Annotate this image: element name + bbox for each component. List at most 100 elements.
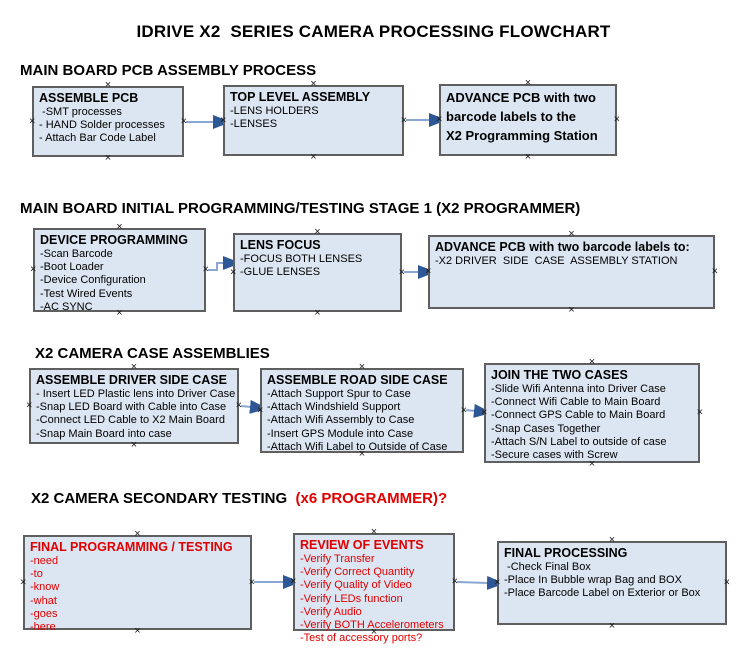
box-item: -Snap Main Board into case	[36, 427, 172, 440]
box-item: -Device Configuration	[40, 274, 146, 287]
box-item: -what	[30, 594, 57, 607]
box-item: -SMT processes	[39, 106, 122, 118]
box-item: -Attach Wifi Assembly to Case	[267, 414, 415, 427]
box-title: REVIEW OF EVENTS	[300, 538, 424, 552]
section-header-text: X2 CAMERA SECONDARY TESTING	[31, 490, 288, 507]
connection-point-icon: ×	[524, 151, 532, 163]
connection-point-icon: ×	[588, 356, 596, 368]
box-advance-pcb-programming-station: ADVANCE PCB with two barcode labels to t…	[436, 78, 620, 163]
box-title: TOP LEVEL ASSEMBLY	[230, 90, 371, 104]
box-item: -Scan Barcode	[40, 248, 113, 260]
section-header-secondary-testing: X2 CAMERA SECONDARY TESTING (x6 PROGRAMM…	[31, 490, 447, 507]
box-lens-focus: LENS FOCUS -FOCUS BOTH LENSES-GLUE LENSE…	[230, 227, 405, 319]
box-top-level-assembly: TOP LEVEL ASSEMBLY -LENS HOLDERS-LENSES …	[220, 79, 407, 163]
section-header-text: MAIN BOARD PCB ASSEMBLY PROCESS	[20, 62, 317, 79]
connection-point-icon: ×	[220, 114, 227, 126]
box-final-processing: FINAL PROCESSING -Check Final Box-Place …	[494, 535, 730, 632]
connection-point-icon: ×	[451, 575, 458, 588]
box-items: - Insert LED Plastic lens into Driver Ca…	[36, 388, 235, 441]
box-item: -Place In Bubble wrap Bag and BOX	[504, 574, 682, 587]
box-item: -FOCUS BOTH LENSES	[240, 253, 363, 265]
box-item: -Verify Quality of Video	[300, 579, 412, 592]
box-items: -Scan Barcode-Boot Loader-Device Configu…	[40, 248, 198, 314]
box-final-programming-testing: FINAL PROGRAMMING / TESTING -need-to-kno…	[20, 529, 255, 637]
box-item: - Attach Bar Code Label	[39, 132, 156, 145]
section-header-case-assemblies: X2 CAMERA CASE ASSEMBLIES	[35, 345, 270, 362]
box-item: -here	[30, 621, 56, 634]
box-item: -goes	[30, 607, 58, 620]
box-title: ADVANCE PCB with two barcode labels to:	[435, 240, 690, 254]
connection-point-icon: ×	[130, 361, 138, 373]
box-item: -to	[30, 568, 43, 581]
connection-point-icon: ×	[116, 221, 123, 233]
connection-point-icon: ×	[134, 528, 141, 540]
connection-point-icon: ×	[29, 115, 36, 127]
box-item: -Snap LED Board with Cable into Case	[36, 401, 227, 414]
box-assemble-pcb: ASSEMBLE PCB -SMT processes- HAND Solder…	[29, 80, 187, 164]
box-title: FINAL PROGRAMMING / TESTING	[30, 540, 233, 554]
box-title: ADVANCE PCB with two barcode labels to t…	[446, 90, 598, 143]
connection-point-icon: ×	[202, 263, 209, 276]
box-item: -Connect Wifi Cable to Main Board	[491, 396, 661, 409]
connection-point-icon: ×	[613, 113, 620, 126]
box-item: -LENS HOLDERS	[230, 105, 319, 117]
connection-point-icon: ×	[180, 115, 187, 127]
connector-arrow	[456, 575, 505, 590]
box-item: -know	[30, 581, 60, 594]
box-item: -Connect GPS Cable to Main Board	[491, 409, 666, 422]
box-item: -Attach Wifi Label to Outside of Case	[267, 440, 448, 453]
box-item: -Verify BOTH Accelerometers	[300, 619, 444, 632]
box-item: -Snap Cases Together	[491, 422, 601, 435]
box-assemble-road-side-case: ASSEMBLE ROAD SIDE CASE -Attach Support …	[257, 362, 467, 460]
box-item: -Attach Support Spur to Case	[267, 388, 411, 400]
box-item: -Verify Correct Quantity	[300, 566, 415, 579]
box-title: ASSEMBLE ROAD SIDE CASE	[267, 373, 448, 387]
box-items: -Check Final Box-Place In Bubble wrap Ba…	[504, 561, 719, 601]
connection-point-icon: ×	[398, 266, 405, 278]
connection-point-icon: ×	[26, 399, 33, 412]
box-item: -Boot Loader	[40, 261, 104, 274]
box-advance-pcb-driver-side: ADVANCE PCB with two barcode labels to: …	[425, 229, 718, 316]
connection-point-icon: ×	[358, 361, 366, 373]
connector-arrow	[208, 256, 241, 271]
box-item: -LENSES	[230, 118, 278, 131]
section-header-text: X2 CAMERA CASE ASSEMBLIES	[35, 345, 270, 362]
box-item: -Slide Wifi Antenna into Driver Case	[491, 383, 666, 395]
connection-point-icon: ×	[711, 265, 718, 278]
connector-arrow	[240, 399, 268, 414]
connection-point-icon: ×	[230, 266, 237, 278]
connection-point-icon: ×	[460, 404, 467, 416]
connection-point-icon: ×	[290, 575, 297, 588]
box-item: -Attach Windshield Support	[267, 401, 401, 414]
connection-point-icon: ×	[608, 534, 616, 546]
connection-point-icon: ×	[314, 307, 321, 319]
box-items: -FOCUS BOTH LENSES-GLUE LENSES	[240, 253, 394, 279]
connection-point-icon: ×	[314, 226, 321, 238]
box-item: -Insert GPS Module into Case	[267, 427, 414, 440]
connection-point-icon: ×	[568, 228, 575, 240]
connection-point-icon: ×	[608, 620, 616, 632]
box-title: LENS FOCUS	[240, 238, 321, 252]
connection-point-icon: ×	[235, 399, 242, 412]
box-item: -GLUE LENSES	[240, 266, 321, 279]
box-items: -Verify Transfer-Verify Correct Quantity…	[300, 553, 447, 645]
connection-point-icon: ×	[310, 78, 317, 90]
connection-point-icon: ×	[524, 77, 532, 89]
box-item: -Verify LEDs function	[300, 592, 403, 605]
section-header-initial-programming: MAIN BOARD INITIAL PROGRAMMING/TESTING S…	[20, 200, 580, 217]
connection-point-icon: ×	[310, 151, 317, 163]
connection-point-icon: ×	[425, 265, 432, 278]
box-item: -Connect LED Cable to X2 Main Board	[36, 414, 225, 427]
box-item: -Verify Transfer	[300, 553, 375, 565]
box-item: -Verify Audio	[300, 605, 362, 618]
box-title: ASSEMBLE DRIVER SIDE CASE	[36, 373, 228, 387]
box-title: JOIN THE TWO CASES	[491, 368, 628, 382]
connection-point-icon: ×	[494, 576, 501, 589]
connection-point-icon: ×	[696, 406, 703, 419]
connection-point-icon: ×	[370, 526, 378, 538]
box-item: -need	[30, 555, 59, 567]
box-items: -LENS HOLDERS-LENSES	[230, 105, 396, 131]
box-item: -X2 DRIVER SIDE CASE ASSEMBLY STATION	[435, 255, 678, 267]
connection-point-icon: ×	[130, 439, 138, 451]
